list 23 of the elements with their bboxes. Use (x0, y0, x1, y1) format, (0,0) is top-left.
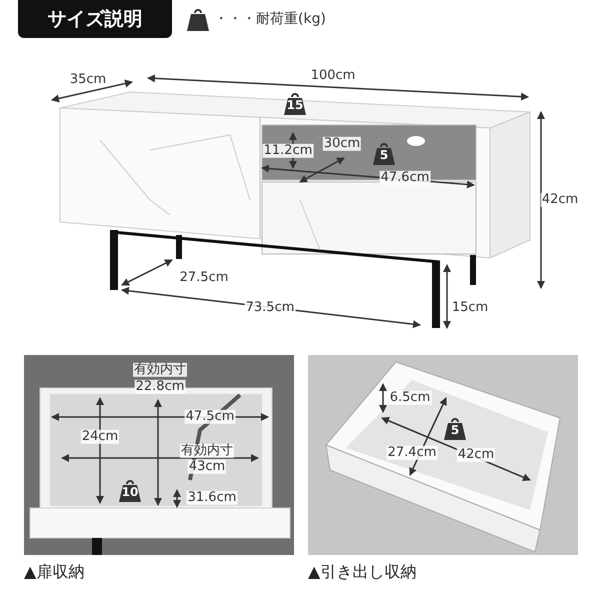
dimension-label: 有効内寸 (180, 444, 234, 458)
dimension-label: 22.8cm (134, 380, 186, 394)
dimension-label: 43cm (188, 460, 226, 474)
title-banner: サイズ説明 (18, 0, 172, 38)
weight-load-tag: 10 (118, 477, 142, 503)
dimension-label: 31.6cm (186, 490, 238, 506)
dimension-label: 11.2cm (262, 144, 314, 158)
dimension-label: 30cm (322, 136, 362, 152)
dimension-label: 6.5cm (388, 390, 432, 406)
legend-text: ・・・耐荷重(kg) (214, 10, 326, 28)
dimension-label: 有効内寸 (133, 362, 187, 378)
dimension-label: 35cm (68, 72, 108, 88)
dimension-label: 24cm (80, 430, 120, 444)
dimension-label: 42cm (456, 448, 496, 462)
dimension-label: 47.6cm (380, 170, 430, 186)
dimension-label: 27.4cm (386, 446, 438, 460)
dimension-label: 47.5cm (184, 410, 236, 424)
photo-caption: ▲引き出し収納 (308, 562, 416, 583)
weight-load-tag: 5 (372, 140, 396, 166)
dimension-label: 42cm (540, 192, 580, 208)
photo-caption: ▲扉収納 (24, 562, 84, 583)
weight-load-tag: 5 (443, 415, 467, 441)
weight-load-tag: 15 (283, 90, 307, 116)
